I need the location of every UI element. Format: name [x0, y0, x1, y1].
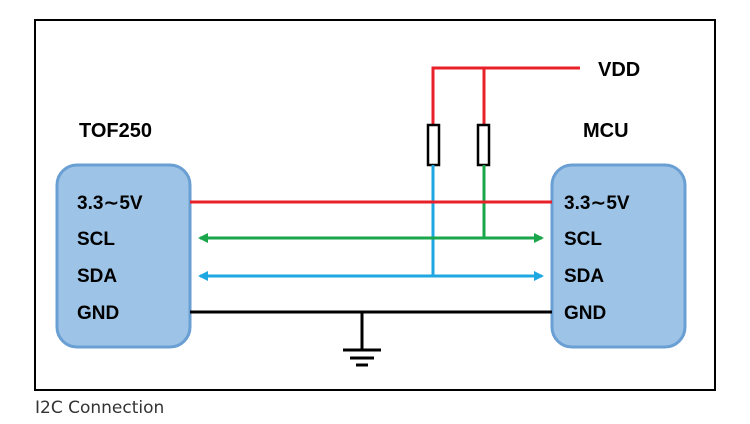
figure-caption: I2C Connection — [35, 398, 165, 418]
vdd-label: VDD — [598, 59, 640, 81]
mcu-pin-scl: SCL — [564, 229, 602, 250]
tof250-pin-gnd: GND — [77, 303, 119, 324]
mcu-pin-gnd: GND — [564, 303, 606, 324]
mcu-pin-power: 3.3∼5V — [564, 193, 630, 214]
mcu-module-box — [550, 163, 687, 349]
tof250-pin-sda: SDA — [77, 266, 117, 287]
tof250-module-box — [55, 163, 192, 349]
tof250-pin-power: 3.3∼5V — [77, 193, 143, 214]
tof250-pin-scl: SCL — [77, 229, 115, 250]
sda-pullup-resistor — [426, 123, 441, 167]
vdd-power-wire — [431, 66, 580, 125]
tof250-title: TOF250 — [79, 120, 152, 142]
i2c-wiring-diagram: VDD TOF250 MCU 3.3∼5V SCL SDA GND 3.3∼5V… — [34, 19, 716, 391]
ground-symbol-icon — [343, 312, 381, 367]
mcu-pin-sda: SDA — [564, 266, 604, 287]
mcu-title: MCU — [583, 120, 629, 142]
scl-pullup-resistor — [476, 123, 491, 167]
